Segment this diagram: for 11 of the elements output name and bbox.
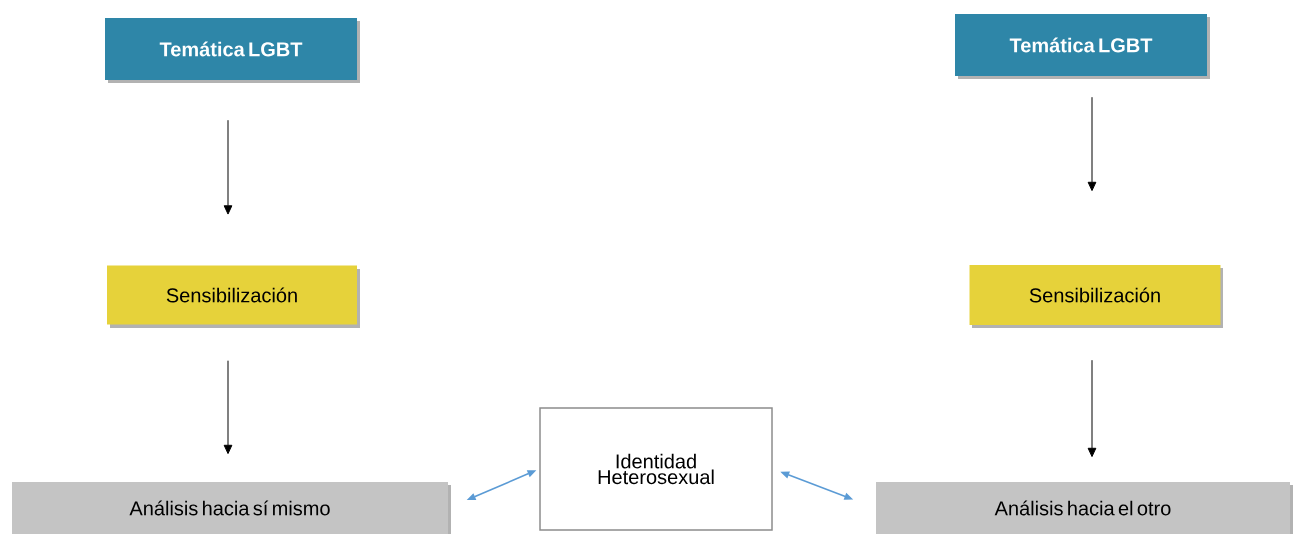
result-box: Análisis hacia sí mismo xyxy=(12,482,451,534)
stage-box: Sensibilización xyxy=(969,265,1223,328)
result-box: Análisis hacia el otro xyxy=(876,482,1293,534)
arrow xyxy=(1087,96,1097,192)
topic-box: Temática LGBT xyxy=(955,14,1210,79)
stage-box: Sensibilización xyxy=(107,265,360,328)
topic-box: Temática LGBT xyxy=(105,18,360,83)
arrow xyxy=(223,119,233,215)
arrow xyxy=(1087,359,1097,458)
arrow xyxy=(223,360,233,455)
identity-box: Identidad Heterosexual xyxy=(539,407,773,531)
